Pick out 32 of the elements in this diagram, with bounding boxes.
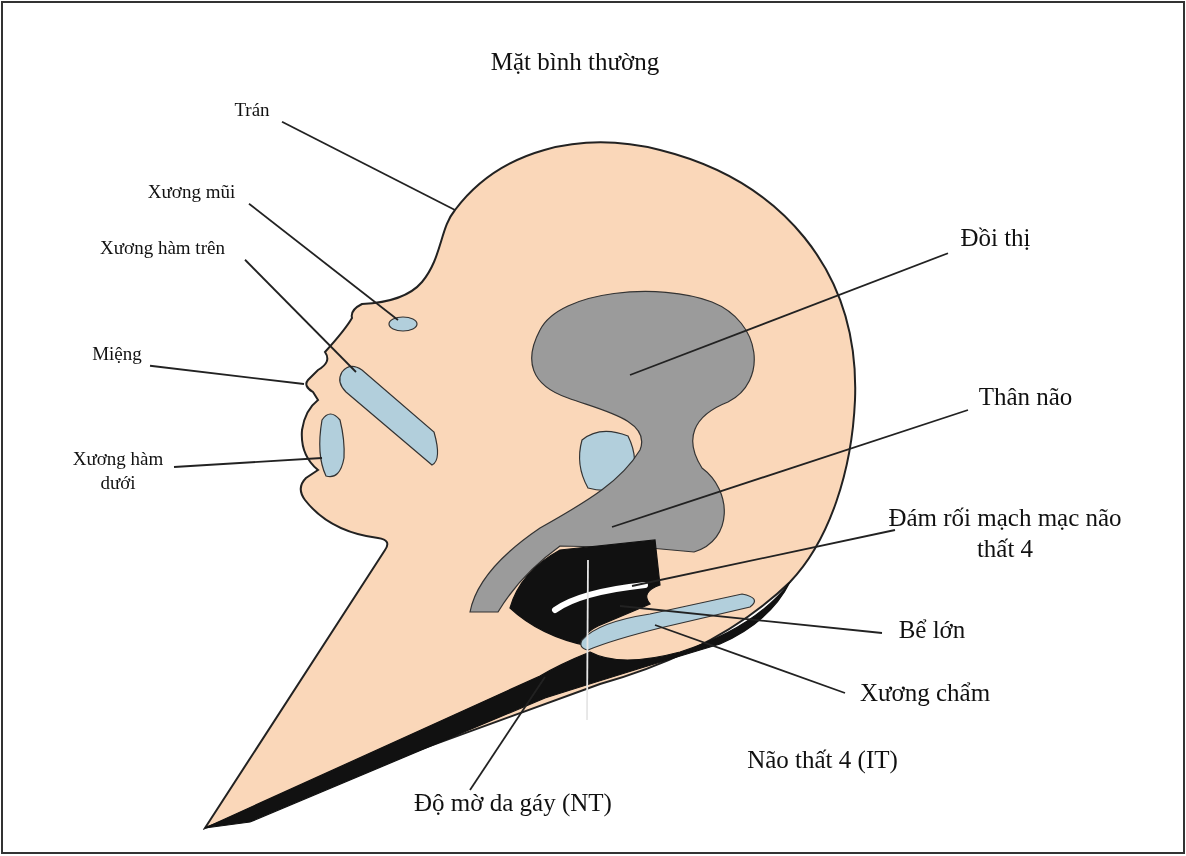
diagram-title: Mặt bình thường [489, 47, 661, 77]
leader-line [281, 120, 456, 211]
part-label: Thân não [977, 382, 1074, 412]
part-label: Độ mờ da gáy (NT) [413, 788, 613, 819]
leader-line [619, 605, 883, 634]
part-label: Xương mũi [146, 180, 237, 204]
lower-jaw-shape [319, 413, 345, 478]
brain-shape [469, 290, 755, 613]
part-label: Não thất 4 (IT) [746, 745, 899, 776]
leader-line [244, 258, 357, 373]
leader-line [611, 409, 969, 528]
leader-line [149, 364, 305, 385]
part-label: Trán [233, 98, 271, 122]
part-label: Đồi thị [959, 223, 1032, 253]
choroid-plexus-curve [552, 582, 648, 613]
occipital-bone-shape [580, 593, 756, 651]
leader-line [586, 559, 589, 721]
part-label: Bể lớn [897, 615, 967, 645]
leader-line [248, 202, 399, 321]
part-label: Xương hàm trên [99, 236, 226, 260]
fourth-ventricle-shape [509, 539, 661, 647]
leader-line [629, 252, 949, 376]
nasal-bone-shape [388, 316, 418, 332]
leader-line [173, 457, 323, 468]
part-label: Đám rối mạch mạc não thất 4 [887, 503, 1123, 565]
part-label: Xương chẩm [858, 678, 992, 708]
leader-line [631, 529, 896, 587]
nuchal-skin-strip [204, 581, 791, 829]
leader-line [654, 624, 846, 694]
part-label: Miệng [91, 342, 143, 366]
part-label: Xương hàm dưới [71, 447, 165, 495]
leader-line [469, 676, 546, 791]
